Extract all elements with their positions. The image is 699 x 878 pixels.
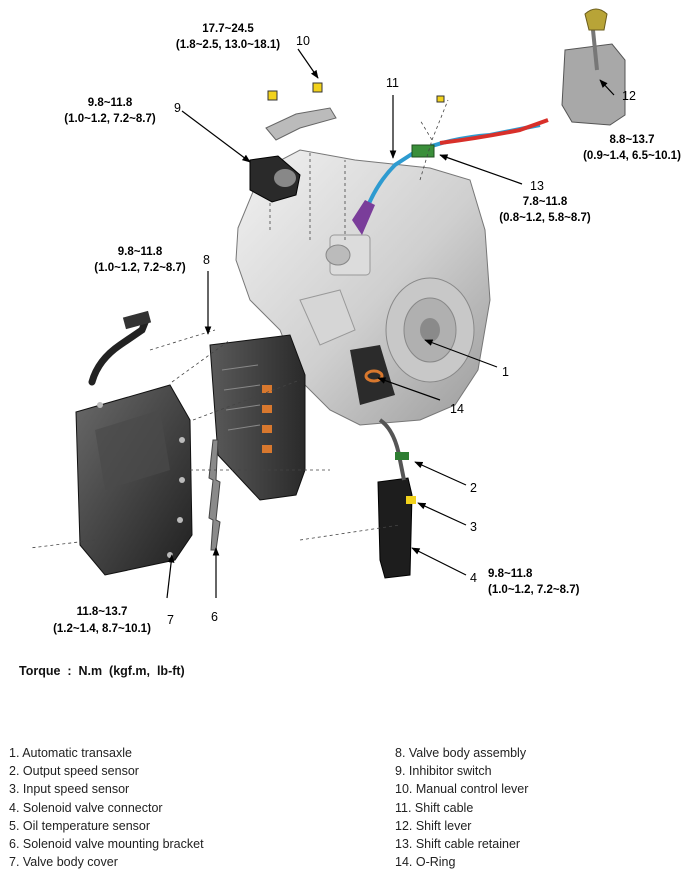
legend-item-12: 12. Shift lever	[395, 818, 472, 833]
o-ring	[364, 369, 384, 383]
callout-2: 2	[470, 481, 477, 495]
legend-item-10: 10. Manual control lever	[395, 782, 529, 797]
output-speed-sensor	[395, 452, 409, 460]
legend-item-13: 13. Shift cable retainer	[395, 837, 521, 852]
shift-cable-retainer	[411, 144, 435, 158]
torque-12-alt: (0.9~1.4, 6.5~10.1)	[583, 150, 681, 162]
torque-8-nm: 9.8~11.8	[118, 246, 163, 258]
torque-10-alt: (1.8~2.5, 13.0~18.1)	[176, 39, 280, 51]
inhibitor-switch	[249, 155, 301, 203]
callout-9: 9	[174, 101, 181, 115]
torque-12-nm: 8.8~13.7	[609, 134, 654, 146]
valve-body-cover	[75, 384, 193, 576]
torque-13-alt: (0.8~1.2, 5.8~8.7)	[499, 212, 591, 224]
torque-4-nm: 9.8~11.8	[488, 568, 533, 580]
legend-item-5: 5. Oil temperature sensor	[9, 818, 151, 833]
callout-13: 13	[530, 179, 544, 193]
callout-1: 1	[502, 365, 509, 379]
callout-14: 14	[450, 402, 464, 416]
callout-6: 6	[211, 610, 218, 624]
torque-9-nm: 9.8~11.8	[88, 97, 133, 109]
torque-units-legend: Torque : N.m (kgf.m, lb-ft)	[19, 664, 185, 678]
manual-control-lever	[265, 82, 337, 141]
legend-item-9: 9. Inhibitor switch	[395, 764, 492, 779]
shift-lever	[561, 8, 626, 126]
legend-item-8: 8. Valve body assembly	[395, 746, 527, 760]
callout-3: 3	[470, 520, 477, 534]
torque-10-nm: 17.7~24.5	[202, 23, 254, 35]
parts-legend-left: 1. Automatic transaxle 2. Output speed s…	[9, 744, 204, 871]
torque-7-nm: 11.8~13.7	[77, 606, 128, 618]
legend-item-14: 14. O-Ring	[395, 855, 456, 870]
legend-item-6: 6. Solenoid valve mounting bracket	[9, 837, 204, 852]
torque-7-alt: (1.2~1.4, 8.7~10.1)	[53, 623, 151, 635]
legend-item-7: 7. Valve body cover	[9, 855, 118, 870]
legend-item-1: 1. Automatic transaxle	[9, 746, 132, 760]
torque-9-alt: (1.0~1.2, 7.2~8.7)	[64, 113, 156, 125]
valve-body-assembly	[209, 334, 306, 501]
assembly-dashed-lines	[29, 99, 449, 549]
leader-lines	[166, 48, 615, 599]
legend-item-11: 11. Shift cable	[395, 800, 474, 815]
callout-4: 4	[470, 571, 477, 585]
callout-12: 12	[622, 89, 636, 103]
exploded-view-diagram: 1 2 3 4 6 7 8 9 10 11 12 13 14 17.7~24.5…	[29, 8, 681, 635]
torque-13-nm: 7.8~11.8	[523, 196, 568, 208]
callout-11: 11	[386, 76, 399, 90]
solenoid-valve-mounting-bracket	[208, 439, 221, 551]
breather-hose	[88, 310, 152, 386]
oil-temperature-sensor	[436, 95, 445, 103]
callout-10: 10	[296, 34, 310, 48]
automatic-transaxle	[235, 149, 491, 426]
callout-8: 8	[203, 253, 210, 267]
parts-legend-right: 8. Valve body assembly 9. Inhibitor swit…	[395, 744, 528, 871]
legend-item-3: 3. Input speed sensor	[9, 782, 130, 797]
torque-8-alt: (1.0~1.2, 7.2~8.7)	[94, 262, 186, 274]
legend-item-4: 4. Solenoid valve connector	[9, 800, 163, 815]
solenoid-valve-connector	[377, 418, 416, 579]
callout-7: 7	[167, 613, 174, 627]
torque-4-alt: (1.0~1.2, 7.2~8.7)	[488, 584, 580, 596]
legend-item-2: 2. Output speed sensor	[9, 764, 139, 779]
